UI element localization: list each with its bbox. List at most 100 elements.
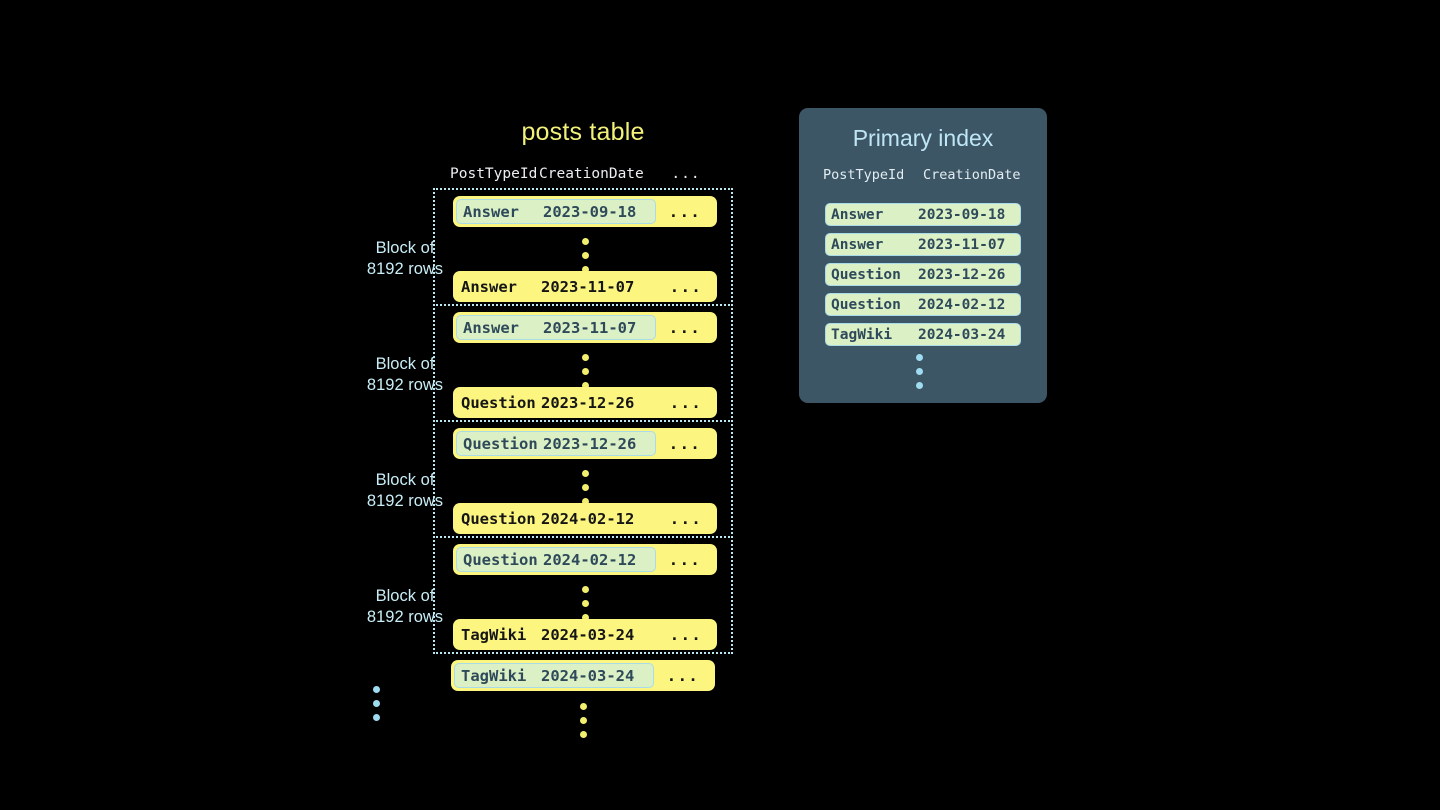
cell-creationdate: 2023-09-18 — [543, 202, 637, 221]
dot — [582, 354, 589, 361]
table-row-trailing: TagWiki 2024-03-24 ... — [451, 660, 715, 691]
table-row: Answer 2023-11-07 ... — [453, 271, 717, 302]
dot — [582, 484, 589, 491]
cell-posttypeid: Question — [831, 266, 901, 283]
table-row: Question 2024-02-12 ... — [453, 544, 717, 575]
table-row: Question 2023-12-26 ... — [453, 428, 717, 459]
block-2: Answer 2023-11-07 ... Question 2023-12-2… — [433, 304, 733, 422]
cell-more: ... — [669, 509, 703, 528]
dot — [582, 498, 589, 505]
table-row: Answer 2023-11-07 ... — [453, 312, 717, 343]
cell-more: ... — [666, 666, 700, 685]
dot — [373, 714, 380, 721]
cell-posttypeid: Question — [461, 509, 536, 528]
row-ellipsis-dots — [582, 586, 589, 621]
block-label-line2: 8192 rows — [366, 376, 444, 394]
cell-more: ... — [668, 434, 702, 453]
block-label-line1: Block of — [375, 471, 435, 489]
cell-creationdate: 2024-02-12 — [541, 509, 635, 528]
dot — [582, 614, 589, 621]
cell-posttypeid: Question — [461, 393, 536, 412]
cell-more: ... — [669, 277, 703, 296]
page-title: posts table — [521, 118, 645, 146]
dot — [580, 731, 587, 738]
dot — [916, 354, 923, 361]
table-row: Answer 2023-09-18 ... — [453, 196, 717, 227]
column-header-posttypeid: PostTypeId — [450, 166, 538, 182]
cell-posttypeid: TagWiki — [461, 666, 527, 685]
cell-more: ... — [669, 393, 703, 412]
cell-posttypeid: Question — [463, 434, 538, 453]
column-header-more: ... — [671, 166, 701, 182]
cell-creationdate: 2024-03-24 — [541, 625, 635, 644]
block-label-line1: Block of — [375, 239, 435, 257]
cell-posttypeid: Answer — [461, 277, 517, 296]
dot — [582, 266, 589, 273]
dot — [580, 703, 587, 710]
posts-table-column-headers: PostTypeId CreationDate ... — [433, 166, 733, 182]
cell-more: ... — [669, 625, 703, 644]
dot — [373, 686, 380, 693]
cell-posttypeid: TagWiki — [461, 625, 527, 644]
primary-index-title: Primary index — [852, 125, 994, 151]
table-continuation-dots — [580, 703, 587, 738]
block-continuation-dots — [373, 686, 380, 721]
cell-posttypeid: TagWiki — [831, 326, 893, 343]
dot — [916, 368, 923, 375]
column-header-creationdate: CreationDate — [539, 166, 644, 182]
block-label-line1: Block of — [375, 587, 435, 605]
cell-creationdate: 2023-12-26 — [918, 266, 1006, 283]
index-key-highlight: Question 2024-02-12 — [456, 547, 656, 572]
dot — [582, 600, 589, 607]
index-row: Question 2024-02-12 — [825, 293, 1021, 316]
cell-creationdate: 2024-03-24 — [541, 666, 635, 685]
cell-creationdate: 2023-11-07 — [541, 277, 635, 296]
dot — [582, 382, 589, 389]
block-label-line2: 8192 rows — [366, 608, 444, 626]
dot — [916, 382, 923, 389]
row-ellipsis-dots — [582, 238, 589, 273]
column-header-creationdate: CreationDate — [923, 167, 1021, 183]
posts-table-diagram: posts table PostTypeId CreationDate ... … — [330, 118, 750, 738]
dot — [582, 238, 589, 245]
cell-creationdate: 2024-02-12 — [543, 550, 637, 569]
dot — [373, 700, 380, 707]
cell-more: ... — [668, 550, 702, 569]
block-label-line1: Block of — [375, 355, 435, 373]
index-row: TagWiki 2024-03-24 — [825, 323, 1021, 346]
index-row: Answer 2023-11-07 — [825, 233, 1021, 256]
index-key-highlight: Answer 2023-11-07 — [456, 315, 656, 340]
cell-posttypeid: Question — [463, 550, 538, 569]
block-label-1: Block of 8192 rows — [330, 238, 480, 280]
table-row: Question 2023-12-26 ... — [453, 387, 717, 418]
block-4: Question 2024-02-12 ... TagWiki 2024-03-… — [433, 536, 733, 654]
block-label-line2: 8192 rows — [366, 260, 444, 278]
dot — [582, 470, 589, 477]
cell-creationdate: 2023-12-26 — [543, 434, 637, 453]
index-key-highlight: Question 2023-12-26 — [456, 431, 656, 456]
cell-creationdate: 2023-11-07 — [918, 236, 1006, 253]
index-key-highlight: Answer 2023-09-18 — [456, 199, 656, 224]
row-ellipsis-dots — [582, 354, 589, 389]
index-key-highlight: TagWiki 2024-03-24 — [454, 663, 654, 688]
cell-creationdate: 2024-03-24 — [918, 326, 1006, 343]
dot — [580, 717, 587, 724]
primary-index-column-headers: PostTypeId CreationDate — [799, 167, 1047, 183]
row-ellipsis-dots — [582, 470, 589, 505]
primary-index-panel: Primary index PostTypeId CreationDate An… — [799, 108, 1047, 403]
dot — [582, 252, 589, 259]
column-header-posttypeid: PostTypeId — [823, 167, 905, 183]
cell-posttypeid: Question — [831, 296, 901, 313]
index-row: Answer 2023-09-18 — [825, 203, 1021, 226]
block-label-line2: 8192 rows — [366, 492, 444, 510]
block-label-3: Block of 8192 rows — [330, 470, 480, 512]
cell-creationdate: 2023-09-18 — [918, 206, 1006, 223]
dot — [582, 586, 589, 593]
block-label-2: Block of 8192 rows — [330, 354, 480, 396]
block-3: Question 2023-12-26 ... Question 2024-02… — [433, 420, 733, 538]
dot — [582, 368, 589, 375]
cell-posttypeid: Answer — [831, 236, 884, 253]
index-continuation-dots — [916, 354, 923, 389]
cell-creationdate: 2023-11-07 — [543, 318, 637, 337]
index-row: Question 2023-12-26 — [825, 263, 1021, 286]
